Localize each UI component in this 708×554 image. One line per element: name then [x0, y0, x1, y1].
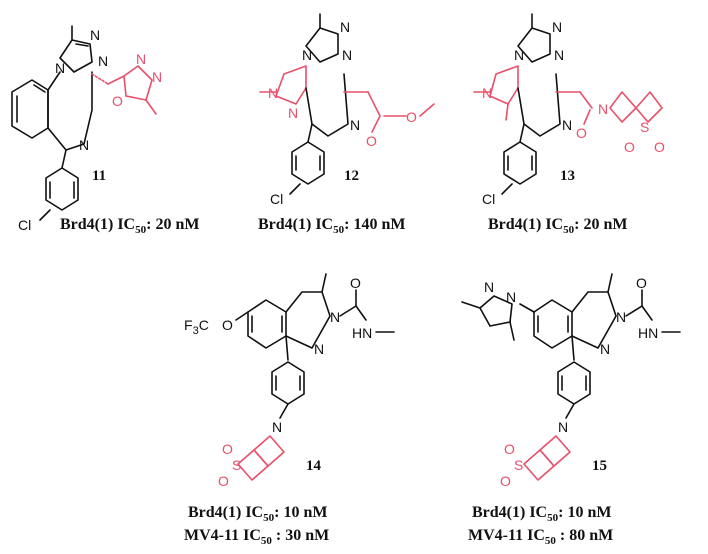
atom-cl: Cl — [18, 217, 31, 233]
atom-n: N — [340, 19, 350, 35]
atom-n: N — [616, 309, 626, 325]
atom-n: N — [506, 289, 516, 305]
atom-s: S — [640, 119, 649, 135]
atom-n: N — [90, 27, 100, 43]
atom-n: N — [302, 47, 312, 63]
atom-n: N — [484, 279, 494, 295]
atom-o: O — [504, 441, 515, 457]
atom-o: O — [654, 139, 665, 155]
atom-hn: HN — [352, 325, 372, 341]
atom-n: N — [152, 69, 162, 85]
compound-id-11: 11 — [92, 168, 106, 184]
atom-n: N — [330, 309, 340, 325]
atom-cl: Cl — [270, 191, 283, 207]
atom-o: O — [500, 473, 511, 489]
caption-15-brd4: Brd4(1) IC50: 10 nM — [472, 504, 611, 524]
caption-11: Brd4(1) IC50: 20 nM — [60, 216, 199, 236]
atom-n: N — [598, 101, 608, 117]
structure-13: N N N N N Cl O N S O O 13 — [473, 13, 665, 207]
compound-id-12: 12 — [344, 168, 359, 184]
atom-o: O — [222, 441, 233, 457]
caption-14-mv4: MV4-11 IC50 : 30 nM — [184, 527, 329, 547]
atom-cl: Cl — [482, 191, 495, 207]
atom-n: N — [272, 419, 282, 435]
atom-n: N — [314, 341, 324, 357]
atom-n: N — [288, 105, 298, 121]
atom-n: N — [98, 53, 108, 69]
atom-f3c: F3C — [184, 317, 209, 337]
atom-n: N — [482, 85, 492, 101]
atom-o: O — [222, 317, 233, 333]
atom-o: O — [576, 125, 587, 141]
atom-o: O — [406, 109, 417, 125]
atom-n: N — [552, 19, 562, 35]
atom-n: N — [268, 85, 278, 101]
atom-n: N — [79, 137, 89, 153]
atom-o: O — [112, 93, 123, 109]
atom-n: N — [600, 341, 610, 357]
atom-o: O — [624, 139, 635, 155]
compound-id-14: 14 — [306, 458, 322, 474]
atom-n: N — [562, 117, 572, 133]
structure-11: N N N N Cl N N O 11 — [11, 25, 162, 233]
caption-13: Brd4(1) IC50: 20 nM — [488, 216, 627, 236]
caption-15-mv4: MV4-11 IC50 : 80 nM — [468, 527, 613, 547]
atom-o: O — [636, 275, 647, 291]
caption-12: Brd4(1) IC50: 140 nM — [258, 216, 405, 236]
atom-n: N — [514, 47, 524, 63]
atom-n: N — [342, 47, 352, 63]
compound-id-15: 15 — [592, 458, 607, 474]
atom-hn: HN — [638, 325, 658, 341]
structure-15: N N O HN N N N S O O 15 — [461, 273, 681, 489]
atom-o: O — [366, 133, 377, 149]
atom-n: N — [136, 51, 146, 67]
atom-o: O — [350, 275, 361, 291]
atom-n: N — [350, 117, 360, 133]
atom-n: N — [554, 47, 564, 63]
atom-s: S — [514, 457, 523, 473]
atom-n: N — [558, 419, 568, 435]
atom-o: O — [218, 473, 229, 489]
structure-14: N N O HN O F3C N S O O 14 — [184, 273, 395, 489]
compound-id-13: 13 — [560, 168, 575, 184]
structure-12: N N N N N N Cl O O 12 — [259, 13, 435, 207]
caption-14-brd4: Brd4(1) IC50: 10 nM — [188, 504, 327, 524]
atom-n: N — [55, 60, 65, 76]
atom-s: S — [232, 457, 241, 473]
